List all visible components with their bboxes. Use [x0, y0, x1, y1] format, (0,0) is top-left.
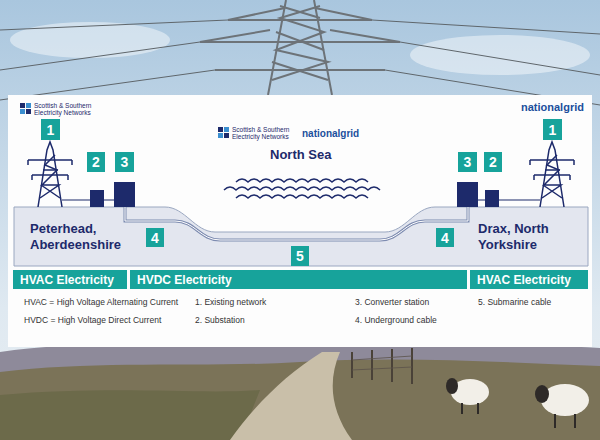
- callout-text: 2: [92, 154, 100, 170]
- logo-text: nationalgrid: [521, 101, 584, 113]
- callout-number: 4: [146, 228, 164, 247]
- key-text: HVAC = High Voltage Alternating Current: [24, 297, 178, 307]
- callout-text: 1: [549, 122, 557, 138]
- callout-number: 2: [484, 152, 502, 172]
- key-text: 2. Substation: [195, 315, 245, 325]
- callout-number: 1: [543, 119, 562, 140]
- callout-number: 5: [291, 246, 309, 266]
- callout-number: 4: [436, 228, 454, 247]
- section-band: HVAC Electricity: [13, 270, 127, 289]
- callout-text: 3: [464, 154, 472, 170]
- key-text: 1. Existing network: [195, 297, 266, 307]
- sea-label: North Sea: [270, 147, 331, 162]
- callout-text: 3: [121, 154, 129, 170]
- logo-text: Scottish & Southern Electricity Networks: [34, 102, 100, 116]
- callout-text: 1: [47, 122, 55, 138]
- place-label: Peterhead, Aberdeenshire: [30, 221, 142, 252]
- callout-number: 3: [458, 152, 477, 172]
- key-text: 4. Underground cable: [355, 315, 437, 325]
- place-label: Drax, North Yorkshire: [478, 221, 586, 252]
- section-band: HVDC Electricity: [130, 270, 467, 289]
- band-text: HVAC Electricity: [20, 273, 114, 287]
- key-text: 3. Converter station: [355, 297, 429, 307]
- callout-number: 1: [41, 119, 60, 140]
- callout-number: 2: [87, 152, 105, 172]
- key-text: HVDC = High Voltage Direct Current: [24, 315, 161, 325]
- callout-number: 3: [115, 152, 134, 172]
- section-band: HVAC Electricity: [470, 270, 588, 289]
- key-text: 5. Submarine cable: [478, 297, 551, 307]
- callout-text: 4: [441, 230, 449, 246]
- logo-text: nationalgrid: [302, 128, 359, 139]
- callout-text: 2: [489, 154, 497, 170]
- band-text: HVAC Electricity: [477, 273, 571, 287]
- logo-text: Scottish & Southern Electricity Networks: [232, 126, 298, 140]
- callout-text: 4: [151, 230, 159, 246]
- callout-text: 5: [296, 248, 304, 264]
- band-text: HVDC Electricity: [137, 273, 232, 287]
